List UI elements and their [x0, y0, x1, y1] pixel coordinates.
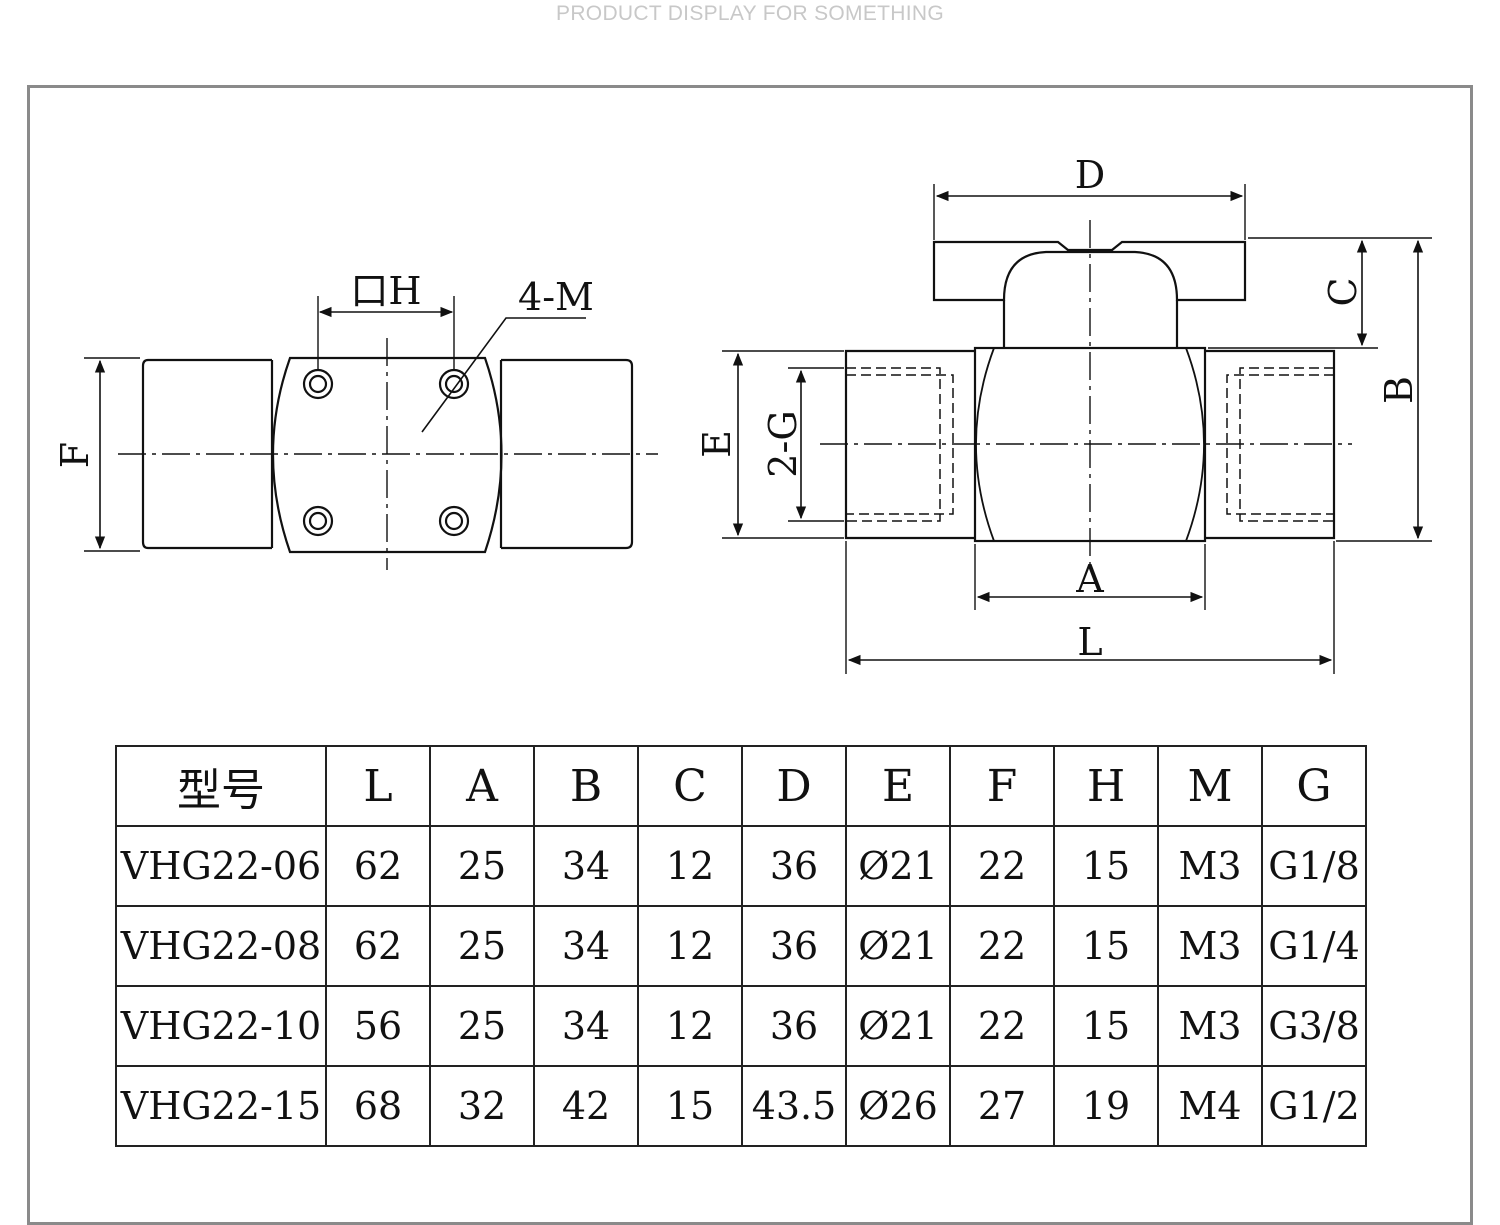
table-cell: 22 [949, 905, 1055, 987]
table-cell: 15 [637, 1065, 743, 1147]
left-thread-hidden [846, 367, 941, 522]
table-row: VHG22-08 62 25 34 12 36 Ø21 22 15 M3 G1/… [115, 905, 1367, 987]
label-l: L [1077, 620, 1102, 664]
technical-drawing: 口H 4-M F [53, 153, 1432, 674]
table-cell: 56 [325, 985, 431, 1067]
table-row: VHG22-10 56 25 34 12 36 Ø21 22 15 M3 G3/… [115, 985, 1367, 1067]
bolt-hole [302, 368, 334, 400]
table-cell: 15 [1053, 825, 1159, 907]
bolt-hole [302, 505, 334, 537]
table-cell: M4 [1157, 1065, 1263, 1147]
label-e: E [695, 430, 739, 458]
column-header: 型号 [115, 745, 327, 827]
label-d: D [1075, 153, 1105, 197]
column-header: M [1157, 745, 1263, 827]
label-4m: 4-M [518, 275, 594, 319]
table-row: VHG22-15 68 32 42 15 43.5 Ø26 27 19 M4 G… [115, 1065, 1367, 1147]
right-port [1205, 349, 1336, 540]
table-cell: 22 [949, 985, 1055, 1067]
column-header: C [637, 745, 743, 827]
label-b: B [1377, 376, 1421, 404]
table-cell: Ø26 [845, 1065, 951, 1147]
leader-4m [421, 317, 586, 433]
table-cell: G1/8 [1261, 825, 1367, 907]
table-cell: 34 [533, 905, 639, 987]
table-cell: 36 [741, 825, 847, 907]
table-cell: 32 [429, 1065, 535, 1147]
table-cell: 62 [325, 905, 431, 987]
column-header: B [533, 745, 639, 827]
table-cell: VHG22-08 [115, 905, 327, 987]
table-cell: 15 [1053, 985, 1159, 1067]
table-cell: VHG22-10 [115, 985, 327, 1067]
stem [1002, 300, 1179, 348]
table-cell: Ø21 [845, 825, 951, 907]
table-cell: G3/8 [1261, 985, 1367, 1067]
table-cell: 25 [429, 985, 535, 1067]
table-row: VHG22-06 62 25 34 12 36 Ø21 22 15 M3 G1/… [115, 825, 1367, 907]
handle [932, 240, 1247, 302]
label-a: A [1075, 557, 1104, 601]
table-cell: G1/2 [1261, 1065, 1367, 1147]
table-cell: 25 [429, 825, 535, 907]
table-header-row: 型号 L A B C D E F H M G [115, 745, 1367, 827]
column-header: D [741, 745, 847, 827]
table-cell: 34 [533, 825, 639, 907]
header-caption: PRODUCT DISPLAY FOR SOMETHING [556, 2, 944, 25]
column-header: L [325, 745, 431, 827]
table-cell: 22 [949, 825, 1055, 907]
table-cell: M3 [1157, 985, 1263, 1067]
table-cell: 12 [637, 985, 743, 1067]
spec-table: 型号 L A B C D E F H M G VHG22-06 62 25 34… [115, 745, 1367, 1147]
top-view-body [271, 356, 503, 554]
table-cell: M3 [1157, 905, 1263, 987]
column-header: A [429, 745, 535, 827]
table-cell: 15 [1053, 905, 1159, 987]
table-cell: VHG22-06 [115, 825, 327, 907]
table-cell: M3 [1157, 825, 1263, 907]
label-h: 口H [350, 269, 421, 313]
label-f: F [53, 442, 97, 468]
table-cell: 68 [325, 1065, 431, 1147]
label-c: C [1321, 277, 1365, 306]
table-cell: 25 [429, 905, 535, 987]
table-cell: 19 [1053, 1065, 1159, 1147]
table-cell: 43.5 [741, 1065, 847, 1147]
table-cell: 62 [325, 825, 431, 907]
table-cell: VHG22-15 [115, 1065, 327, 1147]
table-cell: G1/4 [1261, 905, 1367, 987]
table-cell: 36 [741, 985, 847, 1067]
table-cell: 12 [637, 905, 743, 987]
table-cell: 12 [637, 825, 743, 907]
label-2g: 2-G [761, 410, 805, 477]
column-header: H [1053, 745, 1159, 827]
table-cell: 34 [533, 985, 639, 1067]
table-cell: 36 [741, 905, 847, 987]
column-header: G [1261, 745, 1367, 827]
table-cell: Ø21 [845, 905, 951, 987]
column-header: E [845, 745, 951, 827]
column-header: F [949, 745, 1055, 827]
top-view [84, 296, 658, 570]
bolt-hole [438, 505, 470, 537]
table-cell: 42 [533, 1065, 639, 1147]
top-view-right-port [501, 358, 634, 550]
side-view [722, 184, 1432, 674]
table-cell: Ø21 [845, 985, 951, 1067]
table-cell: 27 [949, 1065, 1055, 1147]
